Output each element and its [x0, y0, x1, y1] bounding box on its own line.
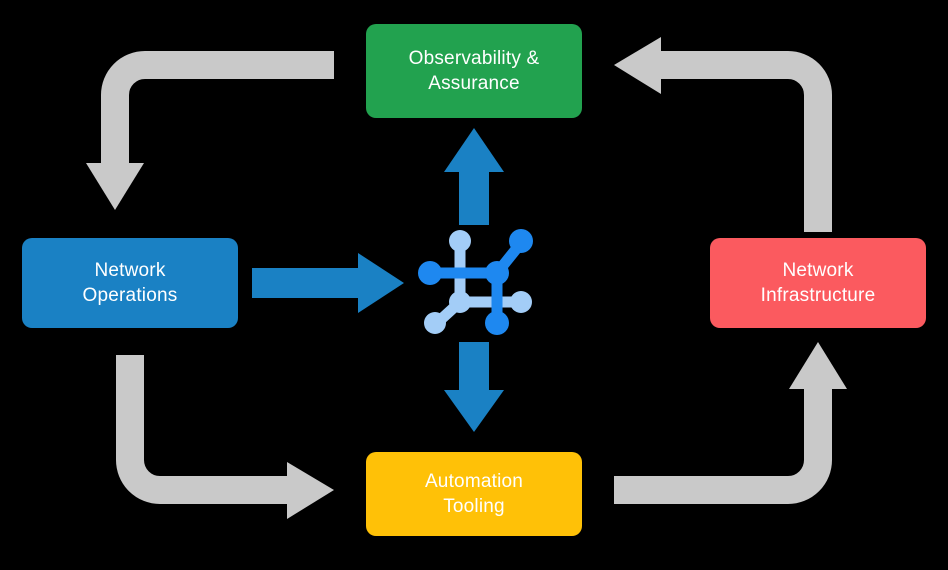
gray-arrow-observability-to-operations — [86, 51, 334, 210]
gray-arrow-infrastructure-to-observability — [614, 37, 832, 232]
node-box-operations[interactable]: Network Operations — [22, 238, 238, 328]
node-label-line1: Network — [782, 259, 854, 281]
node-label-line2: Assurance — [428, 73, 520, 94]
blue-arrow-center-to-automation — [444, 342, 504, 432]
node-label-operations: Network Operations — [83, 258, 178, 308]
node-label-line1: Automation — [424, 470, 524, 492]
node-label-line2: Infrastructure — [760, 285, 876, 306]
node-label-infrastructure: Network Infrastructure — [761, 258, 876, 308]
gray-arrow-operations-to-automation — [116, 355, 334, 519]
node-label-line1: Observability & — [408, 47, 540, 69]
node-label-line1: Network — [94, 259, 166, 281]
node-label-automation: Automation Tooling — [425, 469, 523, 519]
blue-arrow-operations-to-center — [252, 253, 404, 313]
node-label-observability: Observability & Assurance — [409, 46, 540, 96]
node-label-line2: Operations — [82, 285, 178, 306]
blue-arrow-center-to-observability — [444, 128, 504, 225]
node-box-automation[interactable]: Automation Tooling — [366, 452, 582, 536]
gray-arrow-automation-to-infrastructure — [614, 342, 847, 504]
node-box-infrastructure[interactable]: Network Infrastructure — [710, 238, 926, 328]
node-box-observability[interactable]: Observability & Assurance — [366, 24, 582, 118]
node-label-line2: Tooling — [443, 496, 505, 517]
